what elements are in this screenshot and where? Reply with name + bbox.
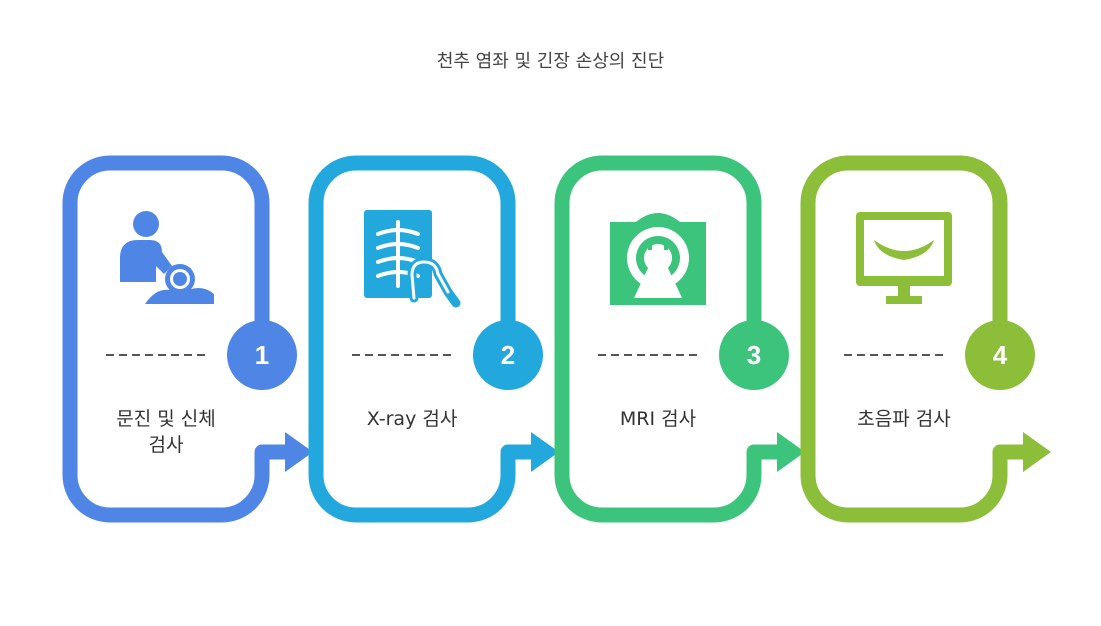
step-4-badge <box>965 320 1035 390</box>
step-2-arrow-head <box>531 432 559 472</box>
step-4-label-text: 초음파 검사 <box>857 408 951 430</box>
step-4-label: 초음파 검사 <box>819 406 989 432</box>
ultrasound-monitor-icon <box>856 212 952 304</box>
step-3-label: MRI 검사 <box>573 406 743 432</box>
mri-scanner-icon <box>610 213 706 305</box>
step-2-label: X-ray 검사 <box>327 406 497 432</box>
step-1-number: 1 <box>255 340 269 370</box>
step-4: 4 <box>800 155 1051 523</box>
step-4-number: 4 <box>993 340 1008 370</box>
step-2-number: 2 <box>501 340 515 370</box>
step-1-arrow-head <box>285 432 313 472</box>
step-4-arrow-head <box>1023 432 1051 472</box>
step-1: 1 <box>62 155 313 523</box>
step-1-label-text: 문진 및 신체 검사 <box>116 408 216 456</box>
step-2-label-text: X-ray 검사 <box>366 408 458 430</box>
step-3-label-text: MRI 검사 <box>619 408 697 430</box>
step-3-arrow-head <box>777 432 805 472</box>
step-2-badge <box>473 320 543 390</box>
step-2: 2 <box>308 155 559 523</box>
doctor-patient-icon <box>120 211 214 304</box>
step-3: 3 <box>554 155 805 523</box>
page-title: 천추 염좌 및 긴장 손상의 진단 <box>436 51 665 72</box>
step-1-frame <box>62 155 285 523</box>
step-3-badge <box>719 320 789 390</box>
step-3-frame <box>554 155 777 523</box>
step-2-frame <box>308 155 531 523</box>
step-4-frame <box>800 155 1023 523</box>
xray-hand-icon <box>364 210 461 308</box>
step-1-label: 문진 및 신체 검사 <box>81 406 251 458</box>
step-3-number: 3 <box>747 340 761 370</box>
step-1-badge <box>227 320 297 390</box>
